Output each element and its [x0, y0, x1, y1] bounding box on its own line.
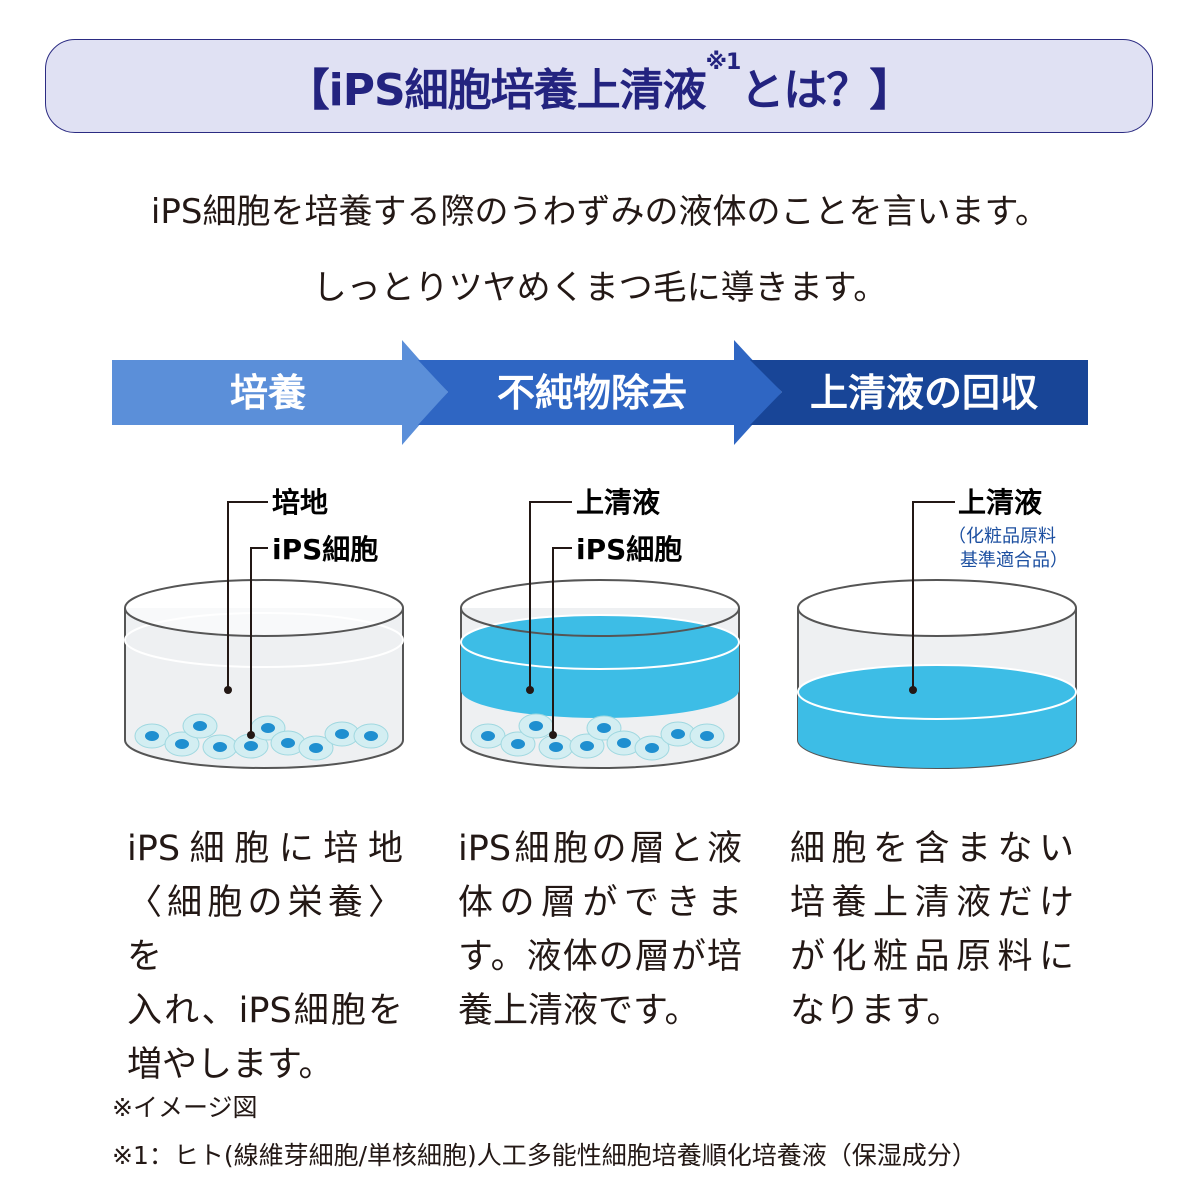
cell-nucleus: [511, 739, 525, 749]
ips-cells: [134, 713, 389, 761]
cell-nucleus: [529, 721, 543, 731]
page-title: 【iPS細胞培養上清液※1とは？】: [285, 50, 914, 118]
desc-line: 培養上清液だけ: [790, 883, 1074, 923]
process-diagram: 培養 不純物除去 上清液の回収 培地 iPS細胞 上清液 iPS細胞 上清液 （…: [112, 340, 1088, 769]
dish-culture: 培地 iPS細胞: [124, 486, 404, 769]
label-cosmetic-grade-1: （化粧品原料: [948, 526, 1056, 547]
title-banner: 【iPS細胞培養上清液※1とは？】: [45, 39, 1153, 133]
dish-separation: 上清液 iPS細胞: [460, 486, 740, 769]
label-supernatant: 上清液: [958, 486, 1042, 519]
desc-line: 入れ、iPS細胞を: [127, 991, 403, 1031]
step-label-3: 上清液の回収: [810, 371, 1038, 415]
desc-line: が化粧品原料に: [790, 937, 1074, 977]
cell-nucleus: [145, 731, 159, 741]
step-arrow-2: [418, 340, 782, 445]
step-label-1: 培養: [230, 371, 306, 415]
cell-nucleus: [335, 729, 349, 739]
lead-line-1: iPS細胞を培養する際のうわずみの液体のことを言います。: [150, 192, 1050, 232]
dish-collected: 上清液 （化粧品原料 基準適合品）: [797, 486, 1077, 769]
cell-nucleus: [580, 741, 594, 751]
label-supernatant: 上清液: [576, 486, 660, 519]
ips-cells: [470, 713, 725, 761]
cell-nucleus: [193, 721, 207, 731]
note-image: ※イメージ図: [112, 1093, 258, 1122]
cell-nucleus: [261, 723, 275, 733]
desc-line: 細胞を含まない: [790, 829, 1074, 869]
label-ips-cells: iPS細胞: [576, 533, 682, 566]
desc-line: iPS細胞の層と液: [458, 829, 742, 869]
cell-nucleus: [645, 743, 659, 753]
label-ips-cells: iPS細胞: [272, 533, 378, 566]
cell-nucleus: [175, 739, 189, 749]
cell-nucleus: [309, 743, 323, 753]
cell-nucleus: [671, 729, 685, 739]
cell-nucleus: [281, 738, 295, 748]
desc-line: 〈細胞の栄養〉を: [127, 883, 403, 977]
desc-line: 増やします。: [127, 1045, 334, 1085]
cell-nucleus: [700, 731, 714, 741]
cell-nucleus: [481, 731, 495, 741]
title-end: とは？】: [740, 65, 913, 116]
desc-line: 養上清液です。: [458, 991, 700, 1031]
description-separation: iPS細胞の層と液 体の層ができま す。液体の層が培 養上清液です。: [458, 822, 742, 1038]
note-footnote-1: ※1：ヒト(線維芽細胞/単核細胞)人工多能性細胞培養順化培養液（保湿成分）: [112, 1141, 977, 1170]
cell-nucleus: [549, 742, 563, 752]
title-footnote-mark: ※1: [705, 50, 742, 75]
title-main: 【iPS細胞培養上清液: [285, 65, 707, 116]
description-culture: iPS細胞に培地 〈細胞の栄養〉を 入れ、iPS細胞を 増やします。: [127, 822, 403, 1092]
desc-line: す。液体の層が培: [458, 937, 742, 977]
desc-line: なります。: [790, 991, 962, 1031]
lead-line-2: しっとりツヤめくまつ毛に導きます。: [312, 268, 888, 308]
cell-nucleus: [617, 738, 631, 748]
desc-line: iPS細胞に培地: [127, 829, 403, 869]
cell-nucleus: [244, 741, 258, 751]
cell-nucleus: [364, 731, 378, 741]
cell-nucleus: [597, 723, 611, 733]
description-collection: 細胞を含まない 培養上清液だけ が化粧品原料に なります。: [790, 822, 1074, 1038]
step-arrow-1: [112, 340, 448, 445]
step-label-2: 不純物除去: [497, 371, 687, 415]
step-arrow-3: [750, 360, 1088, 425]
cell-nucleus: [213, 742, 227, 752]
desc-line: 体の層ができま: [458, 883, 742, 923]
label-medium: 培地: [272, 486, 328, 519]
label-cosmetic-grade-2: 基準適合品）: [960, 550, 1068, 571]
